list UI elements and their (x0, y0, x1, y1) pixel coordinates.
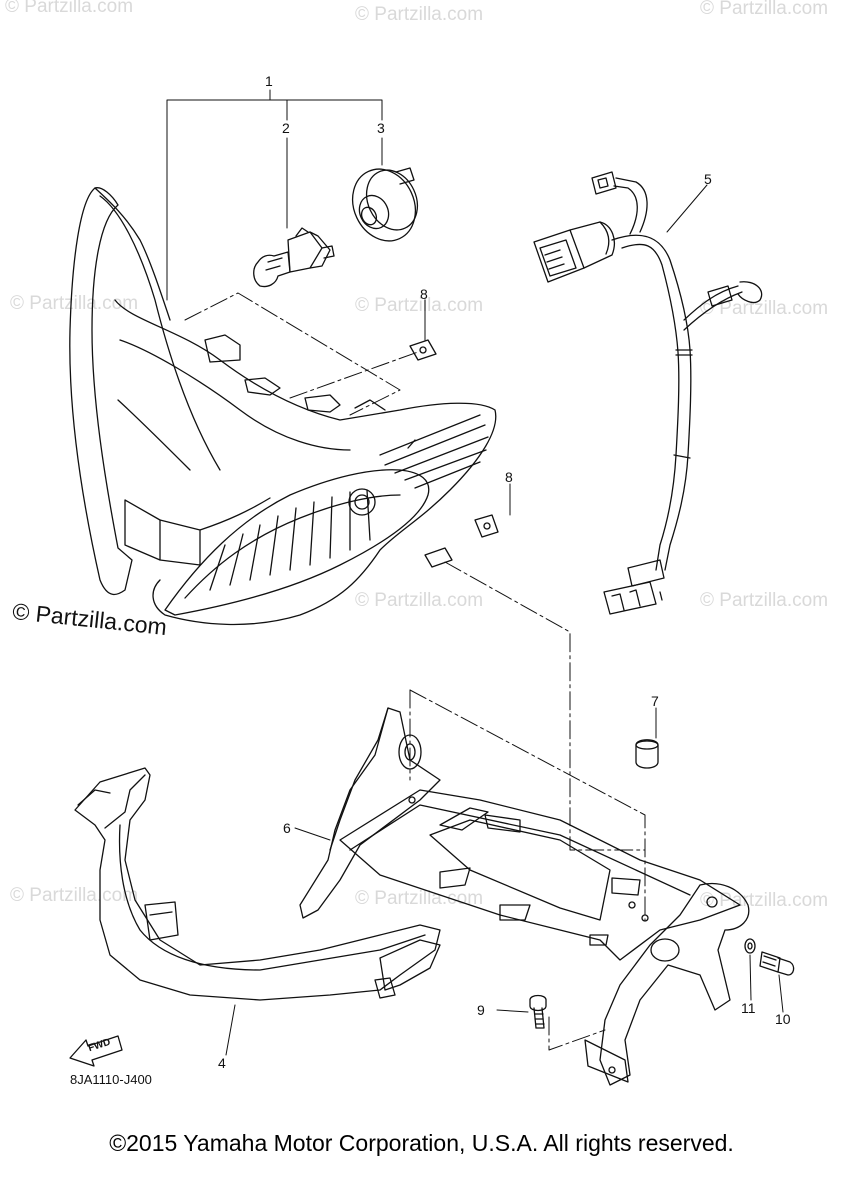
watermark: © Partzilla.com (355, 4, 484, 25)
callout-part-8-right: 8 (505, 469, 513, 485)
callout-part-9: 9 (477, 1002, 485, 1018)
callout-part-4: 4 (218, 1055, 226, 1071)
watermark: © Partzilla.com (355, 590, 484, 611)
watermark: © Partzilla.com (700, 590, 829, 611)
callout-part-10: 10 (775, 1011, 791, 1027)
headlight-assembly (69, 187, 497, 626)
washer-11 (744, 938, 756, 954)
copyright-notice: ©2015 Yamaha Motor Corporation, U.S.A. A… (109, 1130, 734, 1156)
fwd-arrow-icon (69, 1035, 123, 1067)
alignment-lines (184, 292, 646, 1051)
watermark: © Partzilla.com (700, 0, 829, 19)
callout-part-7: 7 (651, 693, 659, 709)
callout-part-2: 2 (282, 120, 290, 136)
watermark: © Partzilla.com (700, 298, 829, 319)
callout-part-3: 3 (377, 120, 385, 136)
washer-right (474, 514, 499, 538)
frame-cover (74, 767, 441, 1001)
wire-harness (533, 171, 763, 615)
diagram-code: 8JA1110-J400 (70, 1072, 152, 1087)
bolt-9 (529, 994, 547, 1029)
watermark: © Partzilla.com (5, 0, 134, 17)
watermark: © Partzilla.com (355, 888, 484, 909)
bolt-10 (759, 951, 795, 976)
callout-part-6: 6 (283, 820, 291, 836)
washer-top (409, 339, 437, 361)
bulb-cover (351, 167, 419, 242)
watermark: © Partzilla.com (10, 885, 139, 906)
callout-part-8-top: 8 (420, 286, 428, 302)
watermark: © Partzilla.com (10, 293, 139, 314)
callout-part-11: 11 (741, 1000, 756, 1016)
leader-lines (166, 89, 784, 1056)
bulb (253, 227, 335, 288)
rubber-damper (635, 739, 659, 769)
callout-part-5: 5 (704, 171, 712, 187)
headlight-stay (299, 707, 750, 1086)
watermark: © Partzilla.com (700, 890, 829, 911)
callout-part-1: 1 (265, 73, 273, 89)
watermark: © Partzilla.com (355, 295, 484, 316)
